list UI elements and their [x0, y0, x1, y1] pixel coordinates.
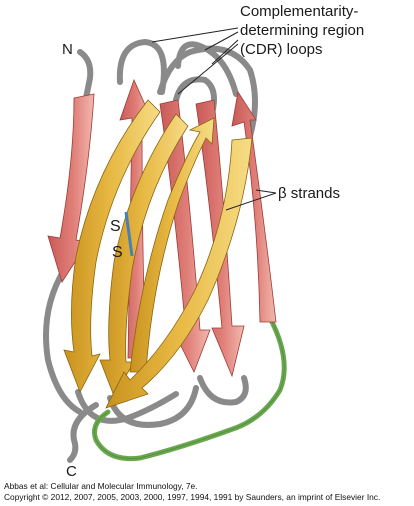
bottom-loop-3: [197, 375, 249, 406]
yellow-strand-2: [99, 113, 189, 397]
yellow-strand-3: [129, 117, 215, 373]
disulfide-label-top: S: [110, 218, 121, 235]
disulfide-bond: S S: [110, 211, 134, 261]
cdr-leader-lines: [151, 27, 239, 95]
yellow-strands: [63, 99, 253, 409]
beta-strands-annotation: β strands: [225, 185, 340, 211]
cdr-loop-top-mid: [175, 41, 239, 97]
yellow-strand-4: [105, 137, 253, 409]
cdr-label-line-3: (CDR) loops: [240, 41, 323, 58]
cdr-label-line-1: Complementarity-: [240, 3, 358, 20]
red-strand-5: [231, 90, 277, 323]
cdr-loop-top-left: [116, 38, 167, 95]
disulfide-bond-line: [124, 211, 134, 257]
cdr-annotation: Complementarity- determining region (CDR…: [151, 3, 364, 95]
n-terminus-loop: [77, 49, 94, 101]
green-loop-outline: [94, 317, 285, 460]
beta-leader-lines: [225, 189, 277, 211]
cdr-label-line-2: determining region: [240, 22, 364, 39]
beta-strands-label: β strands: [278, 185, 340, 202]
c-terminus-loop: [67, 402, 99, 463]
credit-line-2: Copyright © 2012, 2007, 2005, 2003, 2000…: [4, 492, 381, 502]
left-side-loop: [43, 267, 83, 415]
credit-line-1: Abbas et al: Cellular and Molecular Immu…: [4, 481, 198, 491]
n-terminus-label: N: [62, 41, 73, 58]
loops: [43, 38, 258, 463]
bottom-loop-2: [107, 385, 199, 428]
c-terminus-label: C: [66, 463, 77, 480]
green-loop: [92, 315, 287, 462]
disulfide-label-bottom: S: [112, 244, 123, 261]
yellow-strand-1: [63, 99, 161, 393]
